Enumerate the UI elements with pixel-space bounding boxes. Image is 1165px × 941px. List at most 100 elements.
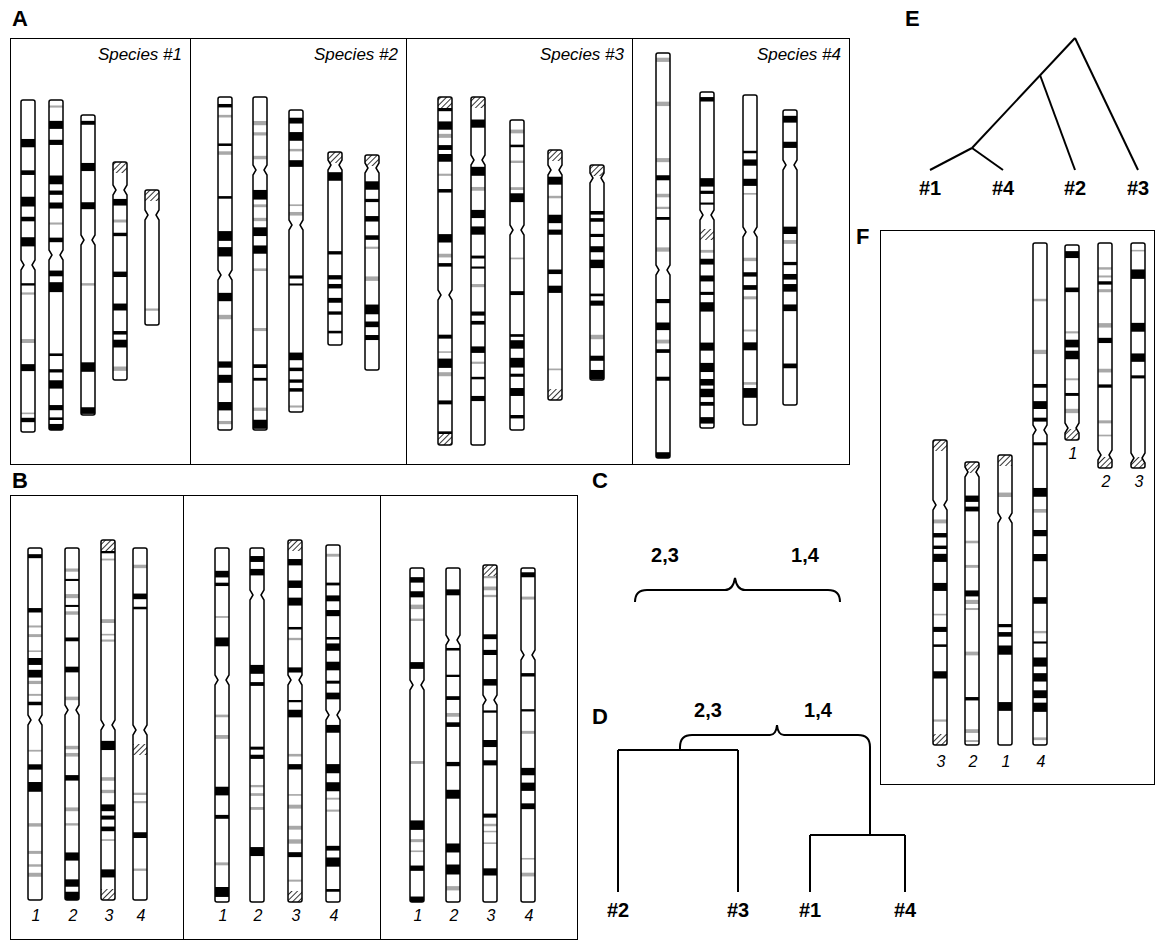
chromosome-band [101,741,115,750]
chromosome-band [288,580,302,587]
chromosome-band [783,142,797,148]
chromosome-band [253,204,267,207]
chromosome-band [326,595,340,601]
chromosome-band [700,343,714,351]
chromosome-band [215,571,229,578]
chromosome-band [49,380,63,388]
tree-branch [809,835,811,892]
chromosome-bands [656,58,670,461]
chromosome-body [253,97,267,430]
chromosome-band [471,321,485,325]
chromosome-band [365,335,379,340]
chromosome-band [253,378,267,381]
chromosome-band [218,115,232,118]
chromosome-band [81,121,95,125]
chromosome-band [1131,375,1145,378]
chromosome-band [521,783,535,791]
chromosome-band [656,158,670,162]
chromosome-band [483,587,497,591]
chromosome-band [365,216,379,221]
chromosome-band [253,218,267,221]
chromosome-body [590,165,604,380]
chromosome-band [65,879,79,886]
heterochromatin-block [288,540,302,551]
chromosome-band [326,637,340,640]
chromosome-band [28,608,42,612]
chromosome-band [253,328,267,331]
tree-branch [972,38,1075,148]
chromosome-band [101,804,115,811]
chromosome-band [700,302,714,311]
chromosome [328,152,342,345]
chromosome-band [250,665,264,674]
chromosome-band [438,189,452,193]
panel-letter: F [856,226,869,248]
species-panel: Species #3 [406,38,633,465]
chromosome-outline [218,97,232,430]
species-name: #1 [799,900,821,920]
chromosome [438,97,452,445]
chromosome-band [250,569,264,575]
chromosome-band [743,330,757,332]
chromosome-band [1033,442,1047,445]
chromosome-number: 3 [105,908,114,924]
heterochromatin-block [933,734,947,745]
chromosome-band [521,803,535,809]
chromosome-band [288,559,302,565]
heterochromatin-block [113,162,127,173]
chromosome-band [590,301,604,306]
chromosome-band [28,658,42,665]
chromosome-band [288,805,302,809]
chromosome-band [700,191,714,194]
chromosome-band [656,247,670,251]
panel-letter: D [592,706,608,728]
species-label: Species #3 [540,46,624,63]
karyotype-panel: 1234 [183,495,381,940]
chromosome-bands [215,571,229,897]
chromosome-band [133,565,147,568]
chromosome-body [218,97,232,430]
chromosome-band [1098,281,1112,284]
chromosome-band [101,777,115,781]
chromosome-band [326,857,340,866]
chromosome-band [410,761,424,764]
chromosome-number: 1 [1069,446,1078,462]
group-label: 2,3 [694,700,722,720]
chromosome-band [215,616,229,618]
chromosome-body [289,110,303,412]
chromosome-band [288,710,302,718]
chromosome-band [81,283,95,285]
chromosome-band [289,118,303,124]
heterochromatin-block [998,455,1012,466]
chromosome-band [783,284,797,292]
chromosome-band [933,546,947,549]
chromosome-band [783,116,797,123]
chromosome-band [548,270,562,275]
chromosome-outline [548,150,562,400]
chromosome-band [1065,288,1079,293]
chromosome-band [446,886,460,890]
chromosome-band [471,256,485,259]
chromosome-band [1033,418,1047,422]
chromosome-band [365,235,379,240]
chromosome-band [410,839,424,842]
chromosome-band [700,363,714,372]
chromosome-band [438,263,452,267]
chromosome-bands [113,162,127,371]
chromosome-band [700,417,714,423]
chromosome-band [289,379,303,382]
chromosome-outline [253,97,267,430]
chromosome-band [590,211,604,215]
chromosome-bands [933,440,947,745]
chromosome-band [1033,690,1047,698]
chromosome-band [101,869,115,877]
chromosome-band [410,619,424,621]
chromosome-band [328,251,342,254]
chromosome [521,568,535,902]
chromosome [446,568,460,902]
chromosome-body [521,568,535,902]
chromosome [998,455,1012,745]
chromosome-band [743,151,757,153]
chromosome-band [446,696,460,700]
